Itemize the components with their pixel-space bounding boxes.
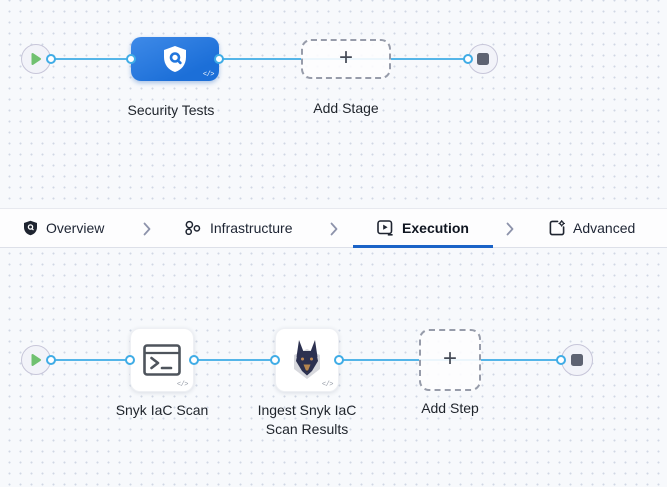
add-step-label: Add Step [421, 400, 479, 416]
stage-connector-line [36, 58, 483, 60]
connector-port [46, 355, 56, 365]
tab-overview[interactable]: Overview [23, 209, 104, 247]
stop-icon [571, 354, 583, 366]
step-label: Snyk IaC Scan [115, 402, 209, 418]
plus-icon: + [338, 44, 353, 71]
tab-label: Execution [402, 220, 469, 236]
tab-advanced[interactable]: Advanced [549, 209, 635, 247]
tab-execution[interactable]: Execution [353, 209, 493, 248]
connector-port [189, 355, 199, 365]
shield-icon [24, 220, 37, 236]
stage-end-node [468, 44, 498, 74]
chevron-right-icon [143, 222, 151, 236]
template-code-badge: </> [202, 71, 215, 79]
stage-tab-bar: Overview Infrastructure Execution [0, 208, 667, 248]
step-label: Ingest Snyk IaC Scan Results [257, 402, 357, 437]
shield-search-icon [164, 46, 186, 72]
connector-port [270, 355, 280, 365]
add-step-button[interactable]: + [419, 329, 481, 391]
add-stage-label: Add Stage [313, 100, 379, 116]
plus-icon: + [442, 345, 457, 372]
chevron-right-icon [330, 222, 338, 236]
tab-label: Overview [46, 220, 105, 236]
connector-port [556, 355, 566, 365]
snyk-doberman-icon [294, 340, 320, 379]
step-node-ingest-snyk-results[interactable]: </> [275, 328, 339, 392]
connector-port [334, 355, 344, 365]
step-node-snyk-iac-scan[interactable]: </> [130, 328, 194, 392]
chevron-right-icon [506, 222, 514, 236]
connector-port [463, 54, 473, 64]
tab-label: Advanced [573, 220, 636, 236]
play-icon [31, 53, 41, 65]
advanced-icon [549, 220, 565, 236]
stage-label: Security Tests [127, 102, 215, 118]
add-stage-button[interactable]: + [301, 39, 391, 79]
connector-port [126, 54, 136, 64]
tab-infrastructure[interactable]: Infrastructure [184, 209, 292, 247]
tab-label: Infrastructure [210, 220, 293, 236]
play-icon [31, 354, 41, 366]
step-end-node [561, 344, 593, 376]
stage-node-security-tests[interactable]: </> [131, 37, 219, 81]
connector-port [214, 54, 224, 64]
terminal-icon [143, 344, 181, 376]
template-code-badge: </> [176, 381, 189, 389]
template-code-badge: </> [321, 381, 334, 389]
execution-icon [377, 220, 393, 236]
infrastructure-icon [185, 220, 201, 236]
connector-port [125, 355, 135, 365]
stop-icon [477, 53, 489, 65]
connector-port [46, 54, 56, 64]
